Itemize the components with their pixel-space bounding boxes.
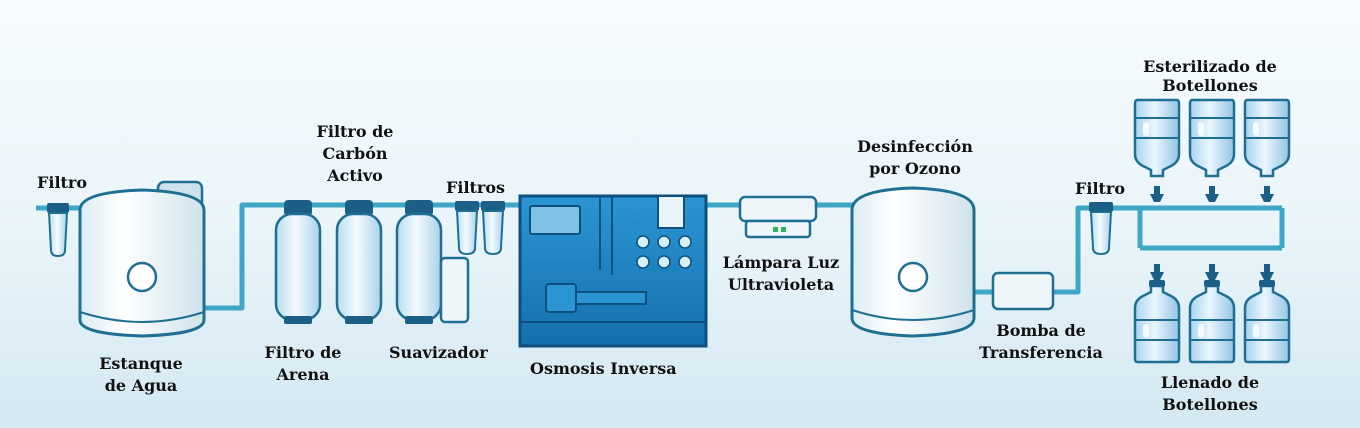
uv-lamp xyxy=(738,195,818,239)
softener xyxy=(395,200,470,324)
label-cartridge-filters: Filtros xyxy=(446,178,506,197)
sand-filter xyxy=(274,200,322,324)
inlet-filter xyxy=(47,203,69,258)
filling-station xyxy=(1133,264,1291,364)
sterilizing-station xyxy=(1133,98,1291,202)
cartridge-filters xyxy=(455,201,505,256)
storage-tank xyxy=(78,180,206,338)
transfer-pump xyxy=(991,271,1055,311)
label-reverse-osmosis: Osmosis Inversa xyxy=(530,359,677,378)
outlet-filter xyxy=(1089,202,1113,256)
carbon-filter xyxy=(335,200,383,324)
label-outlet-filter: Filtro xyxy=(1075,179,1126,198)
ozone-tank xyxy=(850,186,976,338)
label-softener: Suavizador xyxy=(389,343,488,362)
filter-columns xyxy=(274,200,470,324)
reverse-osmosis-unit xyxy=(518,194,708,348)
label-inlet-filter: Filtro xyxy=(37,173,88,192)
